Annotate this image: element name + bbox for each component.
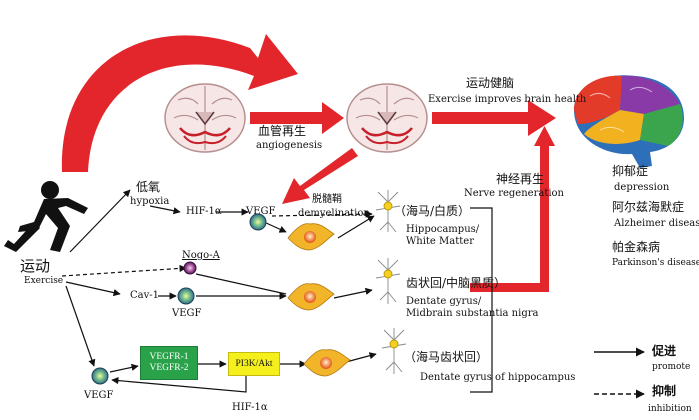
- angiogenesis-label-zh: 血管再生: [258, 124, 307, 138]
- arrow-brain-health: [432, 100, 556, 136]
- vegfr-box: VEGFR-1 VEGFR-2: [140, 346, 198, 380]
- hippocampus-label-en2: White Matter: [406, 236, 474, 247]
- pathway-arrows: [61, 189, 493, 393]
- arrow-nerve-regeneration: [470, 126, 555, 292]
- dentate-hippo-label-en: Dentate gyrus of hippocampus: [420, 372, 576, 383]
- hypoxia-label-en: hypoxia: [130, 196, 170, 207]
- demyelination-label-en: demyelination: [298, 208, 370, 219]
- neuron-drawings: [375, 190, 407, 374]
- brain-health-label-zh: 运动健脑: [466, 76, 515, 90]
- disease-alzheimer-en: Alzheimer disease: [614, 218, 699, 229]
- dentate-hippo-label-zh: （海马齿状回）: [404, 350, 489, 364]
- dentate-label-en1: Dentate gyrus/: [406, 296, 482, 307]
- legend-inhibition-en: inhibition: [648, 404, 692, 414]
- vegf-label-middle: VEGF: [172, 308, 202, 319]
- disease-parkinson-en: Parkinson's disease: [612, 258, 699, 268]
- vegfr-1-label: VEGFR-1: [149, 352, 189, 362]
- dentate-label-zh: 齿状回/中脑黑质）: [406, 276, 507, 290]
- legend-promote-en: promote: [652, 362, 691, 372]
- demyelination-label-zh: 脱髓鞘: [312, 194, 342, 205]
- disease-alzheimer-zh: 阿尔兹海默症: [612, 200, 685, 214]
- disease-depression-zh: 抑郁症: [612, 164, 649, 178]
- hypoxia-label-zh: 低氧: [136, 180, 161, 194]
- vegf-label-bottom: VEGF: [84, 390, 114, 401]
- big-curved-arrow: [61, 34, 298, 172]
- colorful-brain: [574, 75, 684, 168]
- nerve-regeneration-label-en: Nerve regeneration: [464, 188, 564, 199]
- hif1a-label-bottom: HIF-1α: [232, 402, 268, 413]
- neuron-cells: [287, 223, 351, 377]
- angiogenesis-label-en: angiogenesis: [256, 140, 323, 151]
- arrow-brain-down: [282, 148, 358, 204]
- pi3k-label: PI3K/Akt: [235, 358, 273, 369]
- hippocampus-label-zh: （海马/白质）: [394, 204, 471, 218]
- disease-parkinson-zh: 帕金森病: [612, 240, 661, 254]
- vegf-molecule: [91, 213, 267, 385]
- disease-depression-en: depression: [614, 182, 670, 193]
- brain-section-left: [164, 83, 246, 153]
- exercise-label-zh: 运动: [20, 257, 51, 275]
- dentate-label-en2: Midbrain substantia nigra: [406, 308, 539, 319]
- hif1a-label-top: HIF-1α: [186, 206, 222, 217]
- runner-icon: [4, 181, 88, 252]
- vegfr-2-label: VEGFR-2: [149, 363, 189, 373]
- brain-section-right: [346, 83, 428, 153]
- vegf-label-top: VEGF: [246, 206, 276, 217]
- nogo-molecule: [183, 261, 197, 275]
- legend-inhibition-zh: 抑制: [652, 384, 677, 398]
- hippocampus-label-en1: Hippocampus/: [406, 224, 480, 235]
- nogo-label: Nogo-A: [182, 250, 220, 261]
- pi3k-box: PI3K/Akt: [228, 352, 280, 376]
- nerve-regeneration-label-zh: 神经再生: [496, 172, 545, 186]
- cav1-label: Cav-1: [130, 290, 160, 301]
- legend-promote-zh: 促进: [652, 344, 677, 358]
- brain-health-label-en: Exercise improves brain health: [428, 94, 587, 105]
- exercise-label-en: Exercise: [24, 276, 64, 286]
- arrow-angiogenesis: [250, 102, 344, 134]
